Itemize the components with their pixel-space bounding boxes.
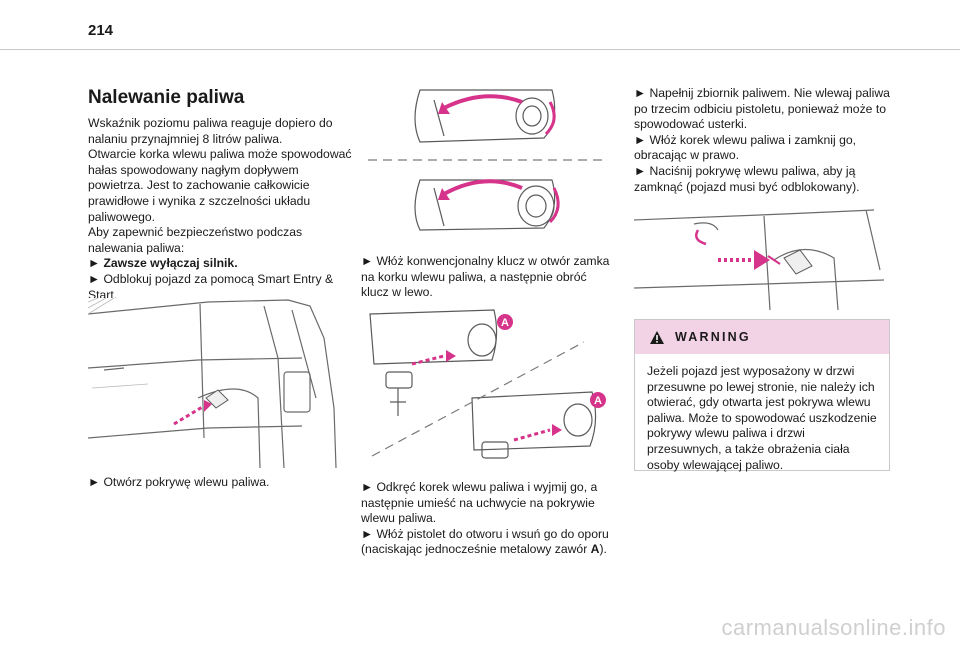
warning-triangle-icon: [650, 330, 664, 344]
section-title: Nalewanie paliwa: [88, 87, 245, 108]
intro-noise: Otwarcie korka wlewu paliwa może spowodo…: [88, 147, 352, 224]
bullet-unscrew-cap: ► Odkręć korek wlewu paliwa i wyjmij go,…: [361, 480, 598, 526]
header-rule: [0, 49, 960, 50]
marker-a-bottom: A: [594, 395, 602, 407]
figure-van-fuel-flap: [88, 298, 340, 468]
figure-close-flap: [634, 200, 890, 310]
column-2-lower-text: ► Odkręć korek wlewu paliwa i wyjmij go,…: [361, 480, 611, 558]
watermark: carmanualsonline.info: [721, 615, 946, 640]
warning-text: Jeżeli pojazd jest wyposażony w drzwi pr…: [647, 364, 877, 472]
bullet-close-flap: ► Naciśnij pokrywę wlewu paliwa, aby ją …: [634, 163, 860, 194]
figure-cap-and-nozzle: A A: [364, 306, 610, 472]
column-1: Nalewanie paliwa Wskaźnik poziomu paliwa…: [88, 86, 353, 303]
warning-box: WARNING Jeżeli pojazd jest wyposażony w …: [634, 319, 890, 472]
bullet-fill-tank: ► Napełnij zbiornik paliwem. Nie wlewaj …: [634, 86, 890, 132]
intro-fuel-gauge: Wskaźnik poziomu paliwa reaguje dopiero …: [88, 116, 333, 146]
page-number: 214: [88, 22, 114, 39]
bullet-close-cap: ► Włóż korek wlewu paliwa i zamknij go, …: [634, 132, 857, 163]
figure-key-rotation: [364, 80, 610, 240]
column-3-text: ► Napełnij zbiornik paliwem. Nie wlewaj …: [634, 86, 890, 195]
warning-header: WARNING: [635, 320, 889, 354]
bullet-open-flap: ► Otwórz pokrywę wlewu paliwa.: [88, 475, 270, 489]
intro-safety: Aby zapewnić bezpieczeństwo podczas nale…: [88, 225, 303, 255]
bullet-insert-key: ► Włóż konwencjonalny klucz w otwór zamk…: [361, 254, 610, 300]
marker-a-top: A: [501, 317, 509, 329]
warning-title: WARNING: [675, 330, 751, 344]
bullet-insert-nozzle: ► Włóż pistolet do otworu i wsuń go do o…: [361, 526, 609, 557]
bullet-stop-engine: ► Zawsze wyłączaj silnik.: [88, 256, 238, 271]
